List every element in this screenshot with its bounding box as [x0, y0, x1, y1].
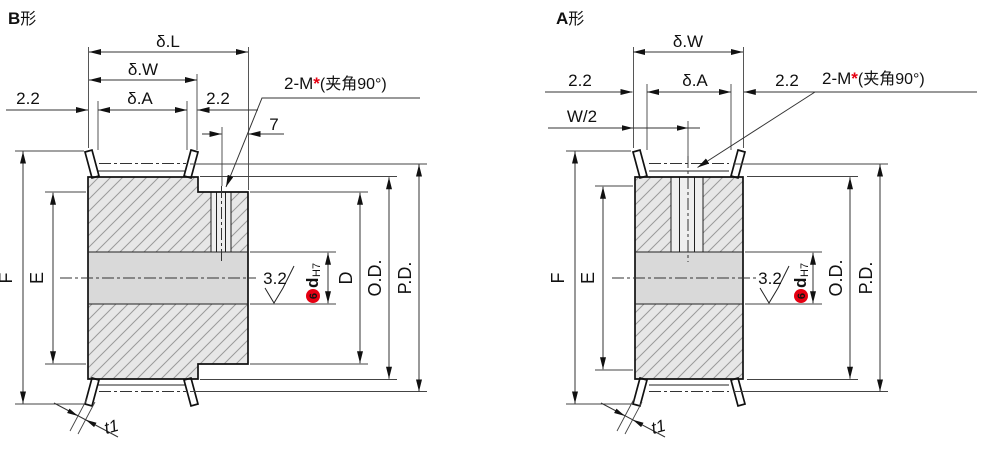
b-dimension-lines	[6, 49, 422, 404]
a-centerlines	[612, 156, 756, 392]
b-pulley-outline	[87, 176, 249, 380]
a-bore-edges	[635, 251, 743, 305]
a-title: A形	[556, 9, 584, 28]
a-belt-seat-lines	[649, 170, 729, 386]
a-roughness-value: 3.2	[758, 269, 782, 288]
b-hatch-upper	[88, 177, 248, 252]
b-centerlines	[60, 163, 256, 392]
a-bore-spec: 6 d H7	[791, 263, 811, 303]
b-title: B形	[8, 9, 36, 28]
b-flange-top-right	[182, 148, 200, 180]
b-bore-spec: 6 d H7	[303, 263, 323, 303]
b-flange-top-left	[83, 148, 101, 180]
b-screw-spec: 2-M*(夹角90°)	[284, 74, 387, 93]
a-bore-d: d	[791, 278, 810, 288]
svg-text:6: 6	[796, 293, 808, 299]
a-circled-number-icon	[794, 289, 808, 303]
a-screw-leader	[697, 91, 816, 168]
a-flange-top-left	[631, 148, 649, 180]
a-label-f: F	[548, 273, 568, 284]
a-diagram: A形	[545, 9, 977, 438]
b-flange-bottom-left	[83, 376, 101, 408]
b-label-d-dia: D	[336, 272, 356, 285]
b-bore-d: d	[303, 278, 322, 288]
a-label-e: E	[578, 272, 598, 284]
a-t1-label: t1	[649, 416, 668, 438]
a-pulley-geometry	[631, 148, 747, 408]
a-dim-delta-w: δ.W	[673, 32, 703, 51]
b-belt-seat-lines	[98, 170, 186, 386]
a-dim-edge-right: 2.2	[775, 71, 799, 90]
b-label-od: O.D.	[365, 259, 385, 296]
b-t1-callout: t1	[53, 398, 121, 438]
a-label-od: O.D.	[826, 259, 846, 296]
b-roughness-symbol: 3.2	[263, 265, 295, 304]
a-t1-callout: t1	[600, 398, 668, 438]
b-label-e: E	[27, 272, 47, 284]
b-label-f: F	[0, 273, 16, 284]
a-bore-tol: H7	[799, 263, 811, 277]
a-flange-top-right	[729, 148, 747, 180]
b-dim-delta-w: δ.W	[128, 60, 158, 79]
a-roughness-symbol: 3.2	[758, 265, 790, 304]
a-flange-bottom-left	[631, 376, 649, 408]
a-dim-half-width: W/2	[567, 107, 597, 126]
b-roughness-value: 3.2	[263, 269, 287, 288]
b-dim-edge-right: 2.2	[206, 89, 230, 108]
a-hatch-lower	[635, 304, 743, 379]
a-dim-delta-a: δ.A	[682, 71, 708, 90]
b-dim-screw-offset: 7	[269, 115, 278, 134]
a-pulley-outline	[634, 176, 744, 380]
b-label-pd: P.D.	[395, 262, 415, 295]
b-t1-label: t1	[102, 416, 121, 438]
a-dim-edge-left: 2.2	[568, 71, 592, 90]
b-screw-leader	[225, 97, 420, 188]
b-extension-lines	[15, 47, 427, 405]
a-label-pd: P.D.	[856, 262, 876, 295]
b-circled-number-icon	[306, 289, 320, 303]
b-dim-delta-l: δ.L	[156, 32, 180, 51]
svg-text:6: 6	[308, 293, 320, 299]
b-dim-delta-a: δ.A	[127, 89, 153, 108]
b-dim-edge-left: 2.2	[16, 89, 40, 108]
a-flange-bottom-right	[729, 376, 747, 408]
a-dimension-texts: δ.W δ.A 2.2 2.2 W/2 2-M*(夹角90°) F E O.D.…	[548, 32, 925, 297]
a-setscrew-hole	[670, 177, 704, 252]
a-extension-lines	[566, 47, 888, 405]
b-diagram: B形	[0, 9, 427, 438]
b-dimension-texts: δ.L δ.W δ.A 2.2 2.2 7 2-M*(夹角90°) F E D …	[0, 32, 415, 297]
a-screw-spec: 2-M*(夹角90°)	[822, 69, 925, 88]
b-flange-bottom-right	[182, 376, 200, 408]
b-hatch-lower	[88, 304, 248, 379]
a-dimension-lines	[545, 49, 977, 404]
b-bore-tol: H7	[311, 263, 323, 277]
